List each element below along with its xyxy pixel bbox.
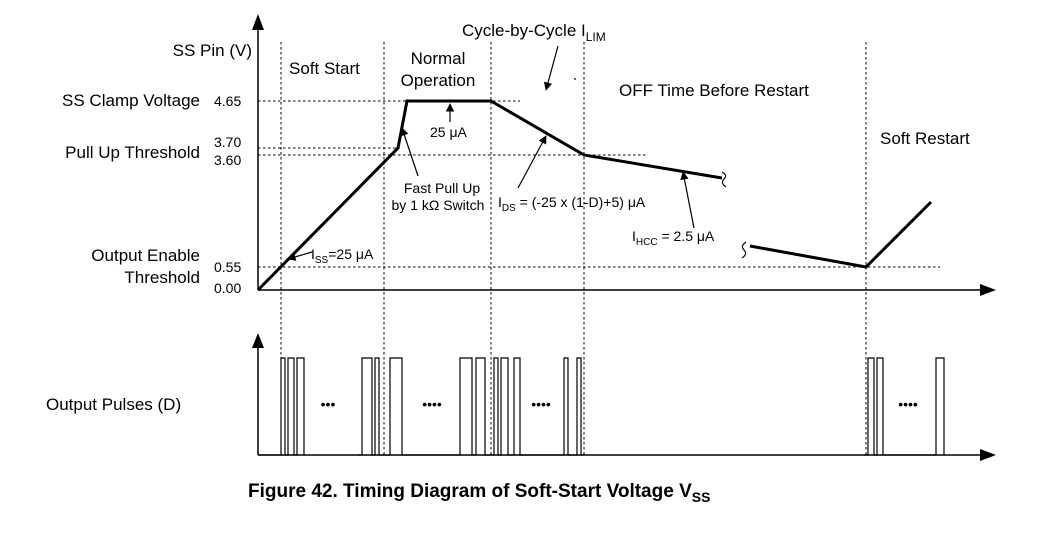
fast-pullup-line1: Fast Pull Up bbox=[404, 180, 480, 196]
level-clamp-name: SS Clamp Voltage bbox=[62, 91, 200, 110]
level-pullup-value2: 3.60 bbox=[214, 152, 241, 168]
iss-arrow bbox=[287, 251, 313, 261]
y-axis-upper-arrow bbox=[252, 14, 264, 30]
pulse-group-1b bbox=[358, 357, 384, 456]
pulse-ellipsis-3: •••• bbox=[531, 396, 551, 412]
pulse-ellipsis-2: •••• bbox=[422, 396, 442, 412]
fast-pullup-line2: by 1 kΩ Switch bbox=[392, 197, 485, 213]
y-axis-title: SS Pin (V) bbox=[173, 41, 252, 60]
level-pullup-value: 3.70 bbox=[214, 134, 241, 150]
level-enable-value: 0.55 bbox=[214, 259, 241, 275]
ss-voltage-trace bbox=[256, 99, 723, 292]
x-axis-lower-arrow bbox=[980, 449, 996, 461]
pulse-ellipsis-4: •••• bbox=[898, 396, 918, 412]
level-enable-name-line1: Output Enable bbox=[91, 246, 200, 265]
ihcc-label: IHCC = 2.5 μA bbox=[632, 228, 715, 248]
pullup-current-label: 25 μA bbox=[430, 124, 468, 140]
fast-pullup-arrow bbox=[400, 127, 419, 177]
pulse-ellipsis-1: ••• bbox=[321, 396, 336, 412]
phase-normal-line1: Normal bbox=[411, 49, 466, 68]
pulses-label: Output Pulses (D) bbox=[46, 395, 181, 414]
pulse-train bbox=[258, 357, 945, 456]
cycle-limit-arrow bbox=[543, 45, 559, 91]
pulse-group-restart bbox=[864, 357, 945, 456]
pulse-group-3 bbox=[491, 357, 584, 456]
x-axis-upper-arrow bbox=[980, 284, 996, 296]
level-clamp-value: 4.65 bbox=[214, 93, 241, 109]
break-mark-1 bbox=[721, 171, 727, 188]
level-zero-value: 0.00 bbox=[214, 280, 241, 296]
figure-caption: Figure 42. Timing Diagram of Soft-Start … bbox=[248, 481, 710, 505]
phase-soft-restart: Soft Restart bbox=[880, 129, 970, 148]
y-axis-lower-arrow bbox=[252, 333, 264, 348]
pulse-group-2 bbox=[384, 357, 491, 456]
level-pullup-name: Pull Up Threshold bbox=[65, 143, 200, 162]
ss-voltage-restart-trace bbox=[749, 200, 933, 269]
break-mark-2 bbox=[741, 241, 747, 259]
phase-soft-start: Soft Start bbox=[289, 59, 360, 78]
ids-label: IDS = (-25 x (1-D)+5) μA bbox=[498, 194, 646, 214]
ids-arrow bbox=[517, 135, 547, 189]
ihcc-arrow bbox=[680, 171, 695, 229]
phase-cycle-limit: Cycle-by-Cycle ILIM bbox=[462, 21, 606, 44]
phase-normal-line2: Operation bbox=[401, 71, 476, 90]
phase-off-time: OFF Time Before Restart bbox=[619, 81, 809, 100]
level-enable-name-line2: Threshold bbox=[124, 268, 200, 287]
iss-label: ISS=25 μA bbox=[311, 246, 374, 266]
pulse-group-1a bbox=[258, 357, 305, 456]
